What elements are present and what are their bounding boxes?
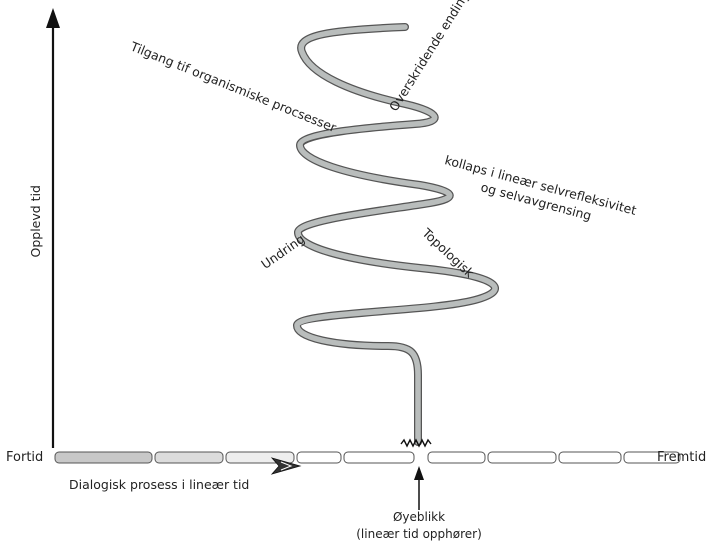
timeline-segment (427, 451, 486, 464)
timeline-bar (54, 451, 681, 464)
timeline-segment (487, 451, 557, 464)
timeline-segment (54, 451, 153, 464)
timeline-segment (343, 451, 415, 464)
past-label: Fortid (6, 450, 44, 465)
moment-arrowhead (414, 466, 424, 480)
timeline-segment (623, 451, 681, 464)
moment-squiggle (400, 438, 432, 448)
timeline-label: Dialogisk prosess i lineær tid (69, 477, 250, 492)
timeline-segment (558, 451, 622, 464)
moment-sublabel: (lineær tid opphører) (356, 527, 482, 541)
dialog-arrow-icon (270, 457, 302, 475)
y-axis-arrowhead (46, 8, 60, 28)
y-axis-label: Opplevd tid (27, 185, 43, 258)
timeline-segment (154, 451, 224, 464)
spiral-body (294, 24, 498, 445)
spiral-ribbon (293, 23, 499, 446)
future-label: Fremtid (657, 450, 707, 465)
moment-label: Øyeblikk (392, 510, 446, 524)
timeline-segment (296, 451, 342, 464)
